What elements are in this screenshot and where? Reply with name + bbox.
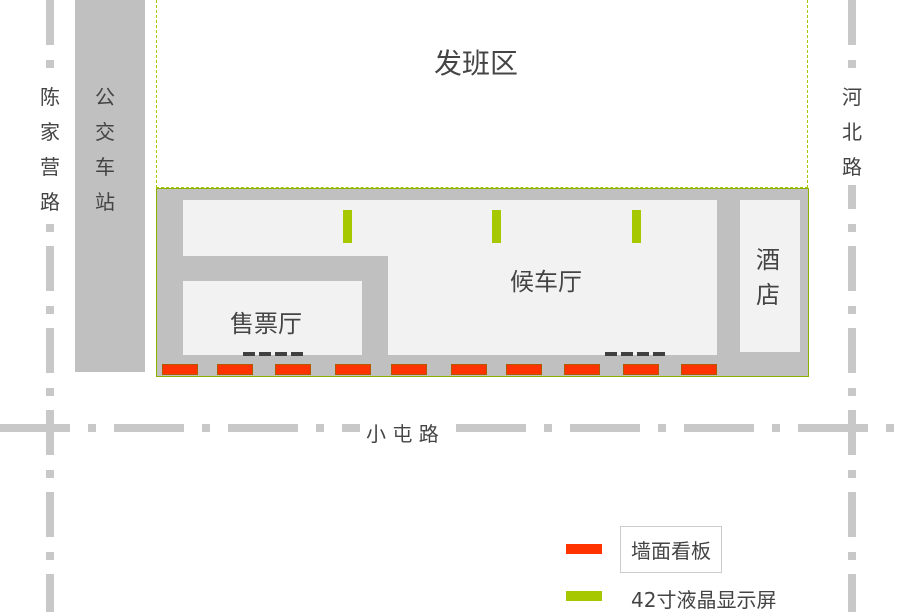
hotel-label: 酒店: [756, 246, 780, 309]
wall-board: [335, 364, 371, 375]
left-road-line: [46, 0, 54, 612]
right-road-name: 河北路: [840, 80, 864, 185]
lcd-screen: [632, 210, 641, 243]
waiting-hall: [388, 200, 717, 355]
bus-station-label: 公交车站: [95, 85, 115, 214]
right-road-line: [848, 0, 856, 612]
entrance-marker: [605, 352, 667, 356]
bottom-road-name: 小 屯 路: [360, 418, 445, 447]
wall-board: [681, 364, 717, 375]
wall-board: [623, 364, 659, 375]
entrance-marker: [243, 352, 305, 356]
legend-label-wall-board: 墙面看板: [620, 526, 722, 573]
bottom-road-line: [0, 424, 900, 432]
departure-area: [156, 0, 808, 188]
left-road-name: 陈家营路: [38, 80, 62, 220]
lcd-screen: [492, 210, 501, 243]
hotel: [740, 200, 800, 352]
lcd-screen: [343, 210, 352, 243]
wall-board: [451, 364, 487, 375]
legend-swatch-lcd: [566, 591, 602, 601]
wall-board: [275, 364, 311, 375]
wall-board: [506, 364, 542, 375]
wall-board: [564, 364, 600, 375]
legend-swatch-wall-board: [566, 544, 602, 554]
bus-station: [75, 0, 145, 372]
wall-board: [391, 364, 427, 375]
wall-board: [162, 364, 198, 375]
departure-area-label: 发班区: [434, 47, 519, 80]
wall-board: [217, 364, 253, 375]
ticket-hall-label: 售票厅: [230, 310, 302, 338]
waiting-hall-label: 候车厅: [510, 268, 582, 296]
ticket-hall: [183, 281, 362, 355]
legend-label-lcd: 42寸液晶显示屏: [631, 588, 777, 612]
